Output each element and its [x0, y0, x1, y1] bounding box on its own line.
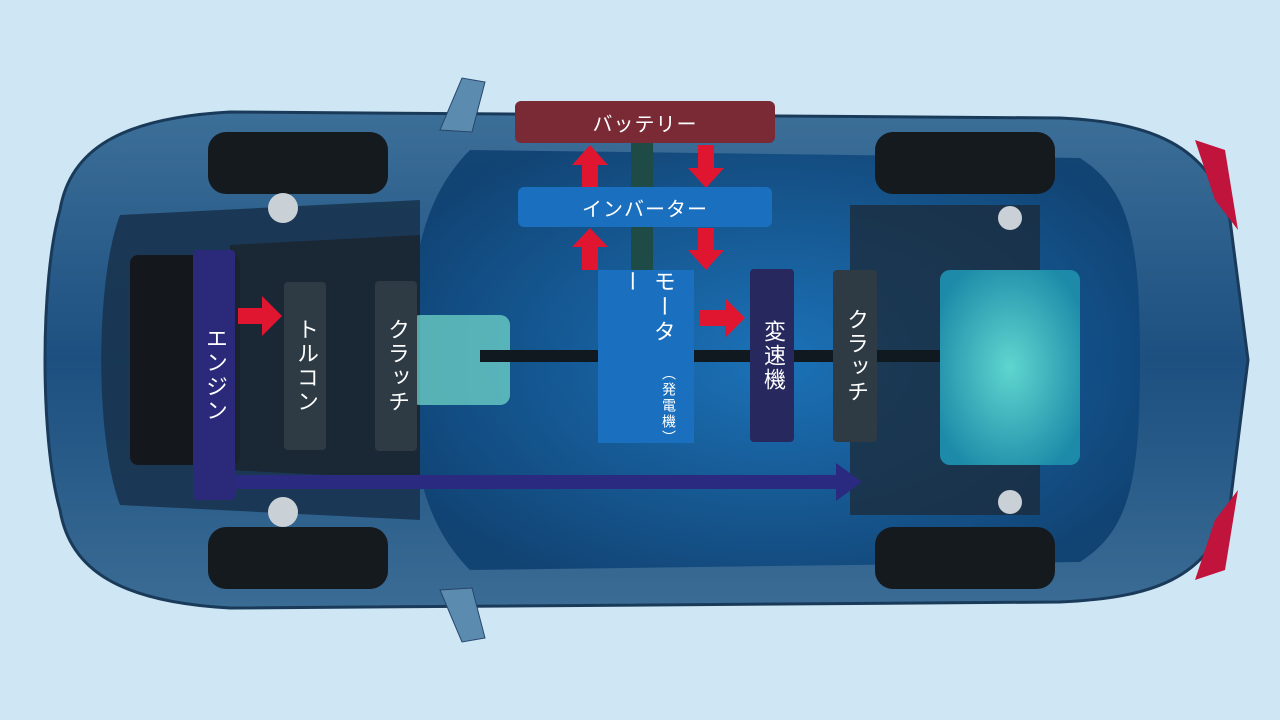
front-clutch-box: クラッチ — [375, 281, 417, 451]
rear-clutch-box: クラッチ — [833, 270, 877, 442]
tail-light-bottom — [1195, 490, 1238, 580]
transmission-box: 変速機 — [750, 269, 794, 442]
transmission-label: 変速機 — [760, 319, 785, 392]
torque-converter-box: トルコン — [284, 282, 326, 450]
tire-front-right — [208, 527, 388, 589]
engine-box: エンジン — [193, 250, 235, 500]
motor-label: モーター — [618, 270, 675, 345]
arrow-inverter-to-battery — [572, 145, 608, 188]
engine-label: エンジン — [202, 327, 227, 423]
arrow-engine-to-torque-converter — [238, 296, 282, 336]
blue-arrow — [236, 463, 862, 501]
arrow-inverter-to-motor — [688, 228, 724, 270]
tail-light-top — [1195, 140, 1238, 230]
rear-clutch-label: クラッチ — [843, 308, 868, 404]
strut-mount-rear-top — [998, 206, 1022, 230]
tire-front-left — [208, 132, 388, 194]
blue-arrow-head — [836, 463, 862, 501]
front-clutch-label: クラッチ — [384, 318, 409, 414]
rear-drive-unit — [940, 270, 1080, 465]
inverter-label: インバーター — [582, 196, 708, 221]
tire-rear-right — [875, 527, 1055, 589]
arrow-motor-to-inverter — [572, 228, 608, 270]
mirror-top — [439, 77, 486, 133]
strut-mount-front-top — [268, 193, 298, 223]
battery-label: バッテリー — [592, 111, 698, 136]
torque-converter-label: トルコン — [293, 318, 318, 414]
strut-mount-front-bottom — [268, 497, 298, 527]
strut-mount-rear-bottom — [998, 490, 1022, 514]
arrow-motor-to-transmission — [700, 298, 745, 338]
red-arrows — [238, 145, 745, 338]
battery-box: バッテリー — [515, 101, 775, 143]
mirror-bottom — [439, 587, 486, 643]
inverter-box: インバーター — [518, 187, 772, 227]
motor-sub-label: （発電機） — [660, 366, 676, 447]
tire-rear-left — [875, 132, 1055, 194]
arrow-battery-to-inverter — [688, 145, 724, 188]
motor-box: モーター （発電機） — [598, 270, 694, 447]
propeller-shaft — [480, 350, 940, 362]
gearbox — [410, 315, 510, 405]
blue-arrow-shaft — [236, 475, 836, 489]
motor-text-group: モーター （発電機） — [614, 270, 678, 447]
